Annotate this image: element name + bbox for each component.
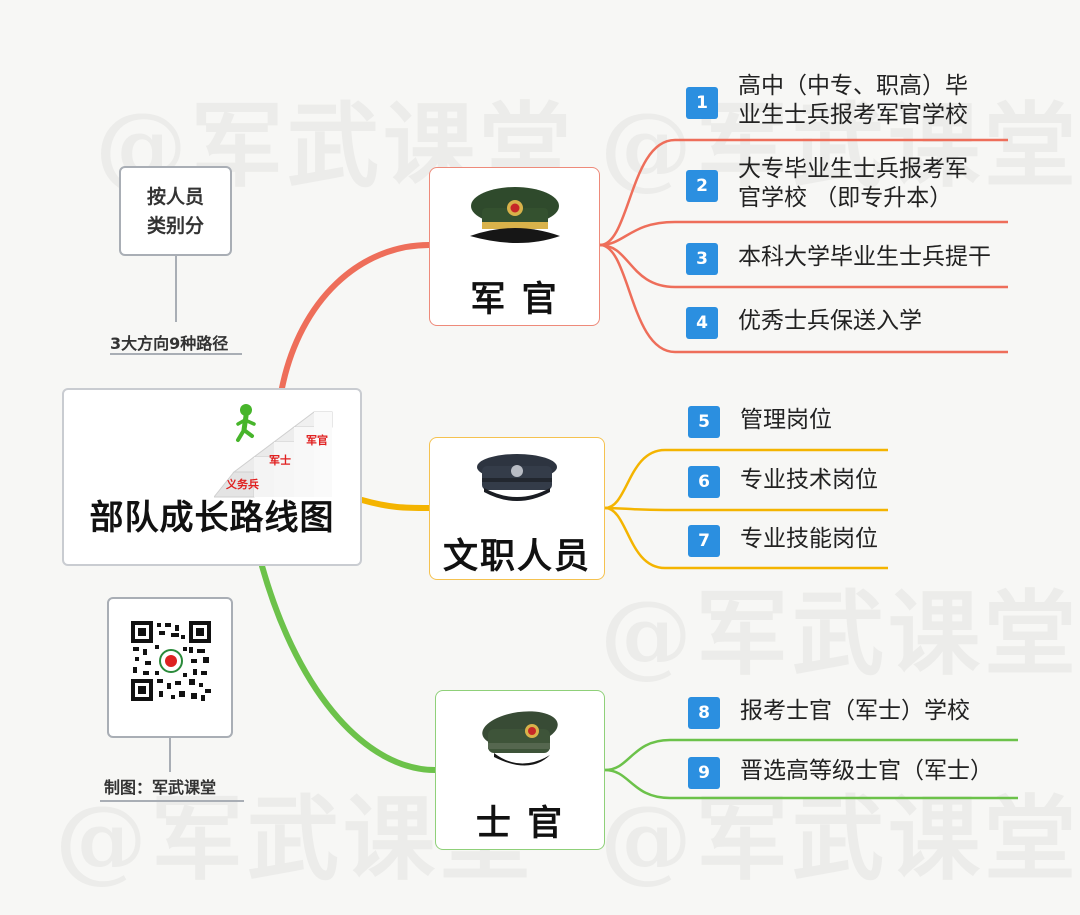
branch-officer [279,242,432,391]
path-number-badge: 3 [686,243,718,275]
path-item-4: 4 优秀士兵保送入学 [686,307,922,339]
stair-label-private: 义务兵 [226,477,259,491]
civilian-cap-icon [477,454,557,501]
watermark: @军武课堂 [600,580,1080,688]
path-number-badge: 1 [686,87,718,119]
category-officer: 军 官 [429,167,600,326]
qr-code-box [107,597,233,738]
path-text: 专业技能岗位 [740,526,878,552]
nco-cap-icon [482,711,558,766]
branch-nco [259,563,438,773]
category-summary: 3大方向9种路径 [110,334,229,353]
path-number-badge: 4 [686,307,718,339]
path-item-2: 2 大专毕业生士兵报考军官学校 （即专升本） [686,155,978,213]
root-title: 部队成长路线图 [89,498,335,538]
path-item-5: 5 管理岗位 [688,406,832,438]
category-nco: 士 官 [435,690,605,850]
category-label-nco: 士 官 [475,804,565,844]
path-text: 管理岗位 [740,407,832,433]
path-number-badge: 7 [688,525,720,557]
credit-label: 制图：军武课堂 [104,778,217,797]
path-text: 报考士官（军士）学校 [740,698,970,724]
category-note-box: 按人员类别分 [119,166,232,256]
category-civilian: 文职人员 [429,437,605,580]
path-text: 本科大学毕业生士兵提干 [738,244,991,270]
path-number-badge: 2 [686,170,718,202]
watermark: @军武课堂 [600,785,1080,893]
path-item-3: 3 本科大学毕业生士兵提干 [686,243,991,275]
path-number-badge: 9 [688,757,720,789]
path-item-7: 7 专业技能岗位 [688,525,878,557]
path-text: 大专毕业生士兵报考军官学校 （即专升本） [738,156,968,211]
stairs-icon: 义务兵 军士 军官 [214,404,333,498]
officer-cap-icon [469,187,560,243]
category-note-text: 按人员类别分 [146,186,204,237]
path-number-badge: 5 [688,406,720,438]
branch-civil [359,497,432,511]
path-number-badge: 8 [688,697,720,729]
qr-code-icon [131,621,211,701]
path-item-1: 1 高中（中专、职高）毕业生士兵报考军官学校 [686,72,988,130]
stair-label-officer: 军官 [306,433,328,447]
climber-icon [236,404,256,442]
watermark: @军武课堂 [600,92,1080,200]
path-text: 高中（中专、职高）毕业生士兵报考军官学校 [738,73,968,128]
root-node: 义务兵 军士 军官 部队成长路线图 [62,388,362,566]
path-item-6: 6 专业技术岗位 [688,466,878,498]
path-text: 晋选高等级士官（军士） [740,758,993,784]
path-text: 专业技术岗位 [740,467,878,493]
category-label-officer: 军 官 [470,280,559,320]
category-label-civilian: 文职人员 [442,537,591,577]
path-item-8: 8 报考士官（军士）学校 [688,697,970,729]
path-text: 优秀士兵保送入学 [738,308,922,334]
path-item-9: 9 晋选高等级士官（军士） [688,757,993,789]
path-number-badge: 6 [688,466,720,498]
stair-label-sergeant: 军士 [269,453,291,467]
